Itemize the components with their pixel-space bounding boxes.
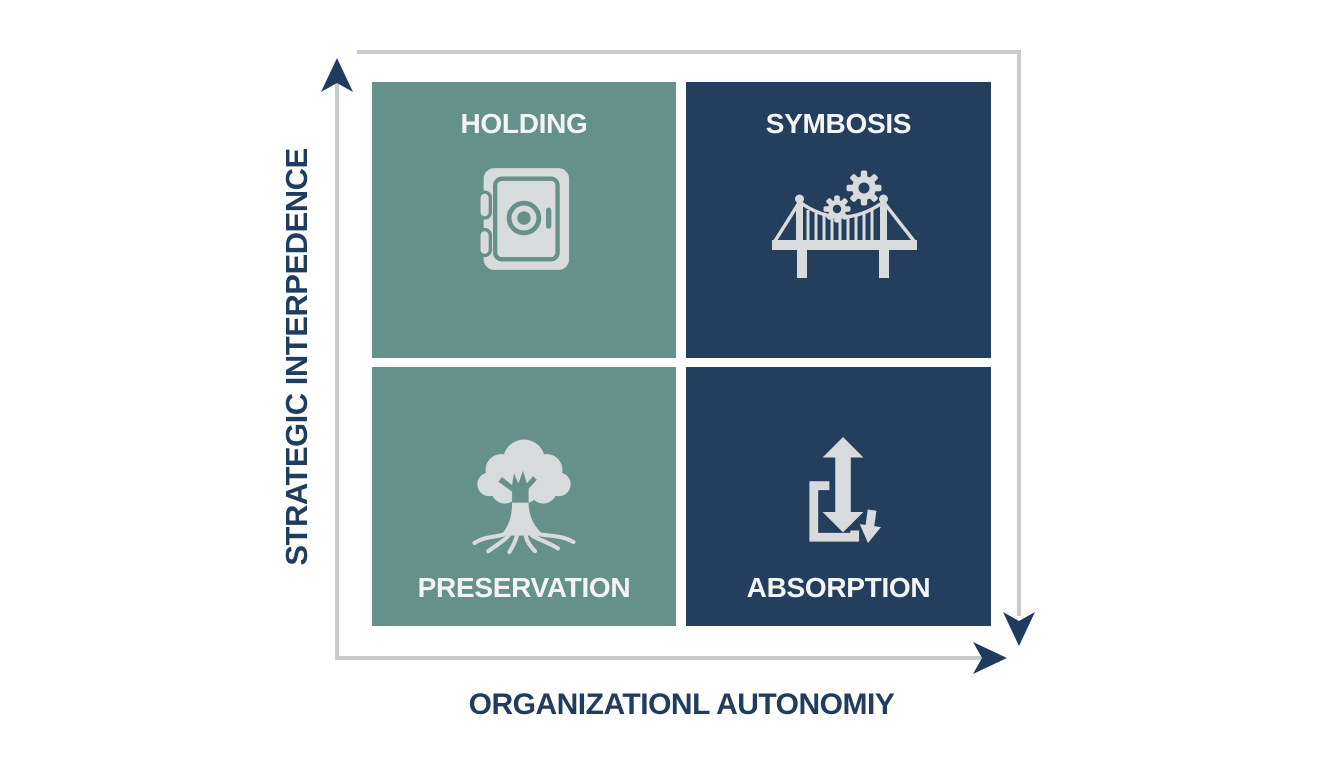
quadrant-symbosis-title: SYMBOSIS bbox=[765, 108, 912, 139]
right-frame-arrow-down-icon bbox=[1003, 612, 1035, 646]
right-frame-line bbox=[1017, 50, 1021, 616]
quadrant-absorption-title: ABSORPTION bbox=[746, 572, 931, 603]
y-axis-label: STRATEGIC INTERPEDENCE bbox=[279, 148, 314, 566]
top-frame-line bbox=[357, 50, 1021, 54]
y-axis-line bbox=[335, 70, 339, 660]
quadrant-grid: HOLDING SYMBOSIS bbox=[372, 82, 991, 626]
x-axis-label: ORGANIZATIONL AUTONOMIY bbox=[468, 688, 895, 721]
absorb-arrows-icon bbox=[809, 437, 882, 543]
quadrant-preservation-title: PRESERVATION bbox=[417, 572, 631, 603]
quadrant-absorption: ABSORPTION bbox=[686, 367, 991, 626]
quadrant-preservation: PRESERVATION bbox=[372, 367, 676, 626]
y-axis-arrow-up-icon bbox=[321, 58, 353, 92]
x-axis-arrow-right-icon bbox=[973, 642, 1007, 674]
bridge-gears-icon bbox=[772, 170, 917, 278]
safe-icon bbox=[477, 168, 570, 270]
quadrant-holding: HOLDING bbox=[372, 82, 676, 358]
quadrant-symbosis: SYMBOSIS bbox=[686, 82, 991, 358]
tree-roots-icon bbox=[472, 439, 576, 554]
x-axis-line bbox=[335, 656, 983, 660]
quadrant-holding-title: HOLDING bbox=[460, 108, 588, 139]
